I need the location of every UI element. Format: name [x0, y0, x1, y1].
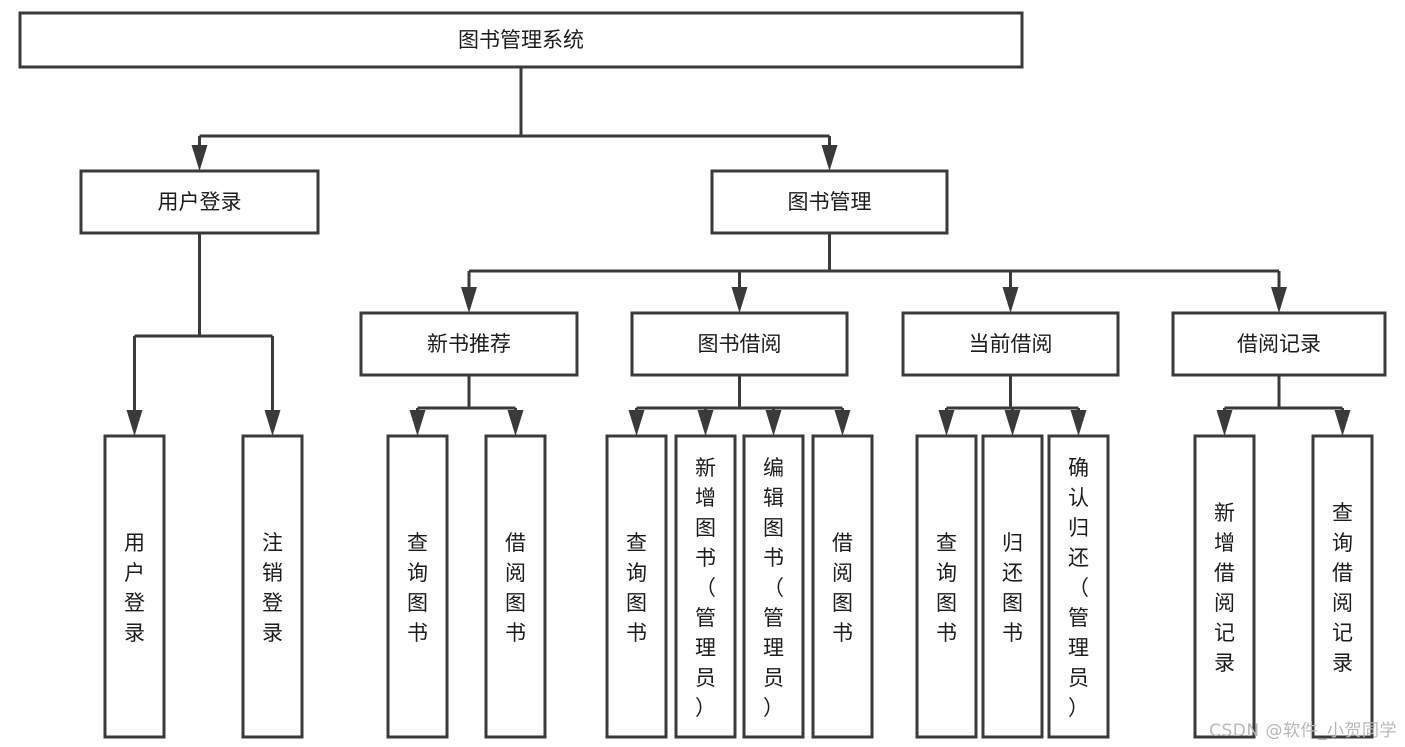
node-box	[1171, 311, 1387, 377]
node-label: 确认归还（管理员）	[1068, 456, 1089, 720]
node-label: 图书管理系统	[458, 28, 584, 52]
node-label: 图书管理	[788, 190, 872, 214]
node-label: 查询图书	[407, 531, 428, 645]
node-leaf-query-book-borrow[interactable]: 查询图书	[605, 434, 668, 739]
node-leaf-edit-book[interactable]: 编辑图书（管理员）	[742, 434, 805, 739]
node-box	[18, 11, 1024, 69]
node-label: 新增借阅记录	[1214, 501, 1235, 675]
edge-group-book-manage	[461, 233, 1287, 313]
node-leaf-logout[interactable]: 注销登录	[241, 434, 304, 739]
node-label: 用户登录	[158, 190, 242, 214]
node-box	[79, 169, 320, 235]
node-box	[103, 434, 166, 739]
edge-group-borrow-record	[1216, 375, 1351, 436]
node-label: 归还图书	[1002, 531, 1023, 645]
node-box	[674, 434, 737, 739]
node-root-图书管理系统[interactable]: 图书管理系统	[18, 11, 1024, 69]
node-box	[241, 434, 304, 739]
node-label: 借阅记录	[1237, 332, 1321, 356]
node-leaf-query-book-cur[interactable]: 查询图书	[915, 434, 978, 739]
edges-layer	[126, 67, 1351, 436]
node-box	[710, 169, 949, 235]
node-current-borrow[interactable]: 当前借阅	[901, 311, 1120, 377]
node-box	[1047, 434, 1110, 739]
node-label: 查询图书	[936, 531, 957, 645]
node-box	[484, 434, 547, 739]
edge-group-current-borrow	[938, 375, 1087, 436]
node-borrow-record[interactable]: 借阅记录	[1171, 311, 1387, 377]
edge-group-root	[191, 67, 838, 171]
node-label: 注销登录	[262, 531, 283, 645]
node-leaf-borrow-book[interactable]: 借阅图书	[811, 434, 874, 739]
node-label: 用户登录	[124, 531, 145, 645]
nodes-layer: 图书管理系统用户登录图书管理新书推荐图书借阅当前借阅借阅记录用户登录注销登录查询…	[18, 11, 1387, 739]
node-box	[630, 311, 849, 377]
edge-group-book-borrow	[628, 375, 851, 436]
edge-group-user-login	[126, 233, 281, 436]
node-label: 图书借阅	[698, 332, 782, 356]
node-label: 编辑图书（管理员）	[763, 456, 784, 720]
node-leaf-return-book[interactable]: 归还图书	[981, 434, 1044, 739]
watermark-label: CSDN @软件_小贺同学	[1209, 721, 1397, 741]
node-user-login[interactable]: 用户登录	[79, 169, 320, 235]
node-leaf-add-record[interactable]: 新增借阅记录	[1193, 434, 1256, 739]
node-leaf-user-login[interactable]: 用户登录	[103, 434, 166, 739]
node-box	[811, 434, 874, 739]
node-box	[1193, 434, 1256, 739]
node-leaf-borrow-book-rec[interactable]: 借阅图书	[484, 434, 547, 739]
node-box	[981, 434, 1044, 739]
node-label: 新书推荐	[427, 332, 511, 356]
node-leaf-confirm-return[interactable]: 确认归还（管理员）	[1047, 434, 1110, 739]
node-box	[386, 434, 449, 739]
node-box	[605, 434, 668, 739]
node-label: 当前借阅	[969, 332, 1053, 356]
node-book-manage[interactable]: 图书管理	[710, 169, 949, 235]
node-box	[742, 434, 805, 739]
node-box	[359, 311, 579, 377]
node-leaf-add-book[interactable]: 新增图书（管理员）	[674, 434, 737, 739]
node-box	[901, 311, 1120, 377]
node-label: 借阅图书	[505, 531, 526, 645]
node-leaf-query-book-rec[interactable]: 查询图书	[386, 434, 449, 739]
node-book-borrow[interactable]: 图书借阅	[630, 311, 849, 377]
node-box	[915, 434, 978, 739]
node-label: 新增图书（管理员）	[695, 456, 716, 720]
node-label: 借阅图书	[832, 531, 853, 645]
node-box	[1311, 434, 1374, 739]
node-leaf-query-record[interactable]: 查询借阅记录	[1311, 434, 1374, 739]
node-label: 查询借阅记录	[1332, 501, 1353, 675]
node-label: 查询图书	[626, 531, 647, 645]
node-new-book-rec[interactable]: 新书推荐	[359, 311, 579, 377]
edge-group-new-book-rec	[409, 375, 524, 436]
